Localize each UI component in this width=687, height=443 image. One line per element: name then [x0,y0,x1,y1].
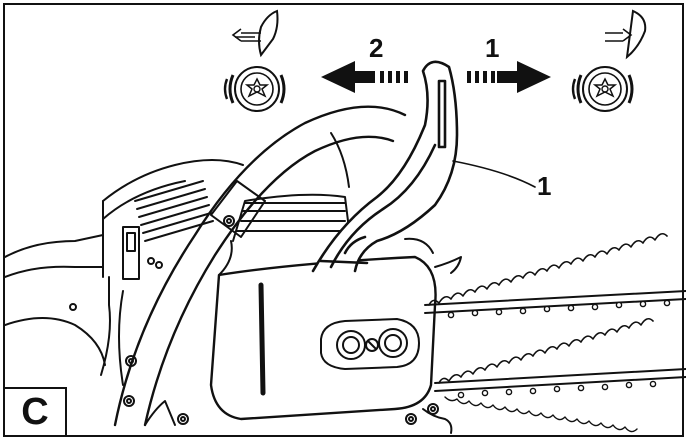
chain-bar [422,232,686,434]
chain-brake-lever [311,60,459,273]
chain-brake-engaged-icon [571,9,647,112]
callout-label-1: 1 [537,171,551,201]
chainsaw-illustration: 2 1 1 [5,9,686,434]
chain-brake-disengaged-icon [223,9,286,112]
illustration-frame: 2 1 1 [3,3,686,437]
arrow-direction-1 [467,61,551,93]
panel-letter: C [5,387,67,435]
arrow-label-1: 1 [485,33,499,63]
arrow-label-2: 2 [369,33,383,63]
sprocket-icon [244,77,270,98]
arrow-direction-2 [321,61,408,93]
chainsaw-body [5,105,439,427]
sprocket-icon [592,77,618,98]
callout-leader [452,160,536,188]
